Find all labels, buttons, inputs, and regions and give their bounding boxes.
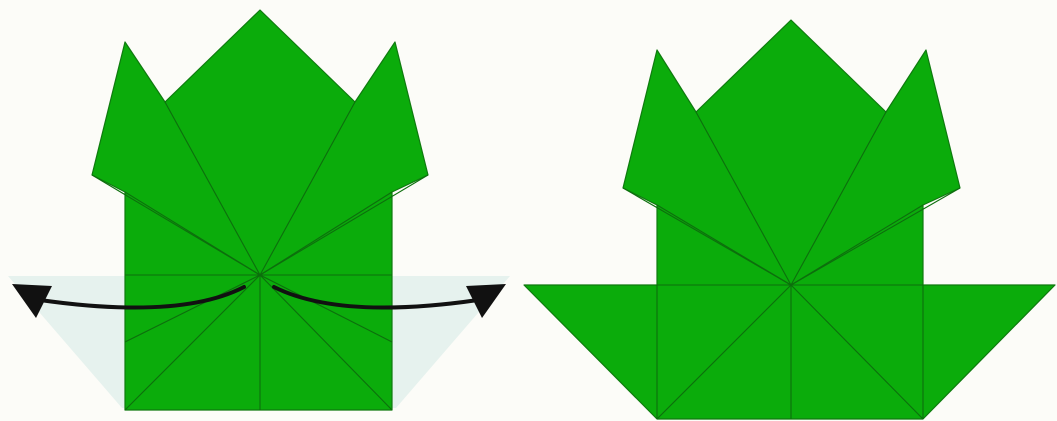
step-after-unfold [524, 20, 1055, 419]
step-before-unfold [8, 10, 510, 410]
paper-body-unfolded [524, 20, 1055, 419]
